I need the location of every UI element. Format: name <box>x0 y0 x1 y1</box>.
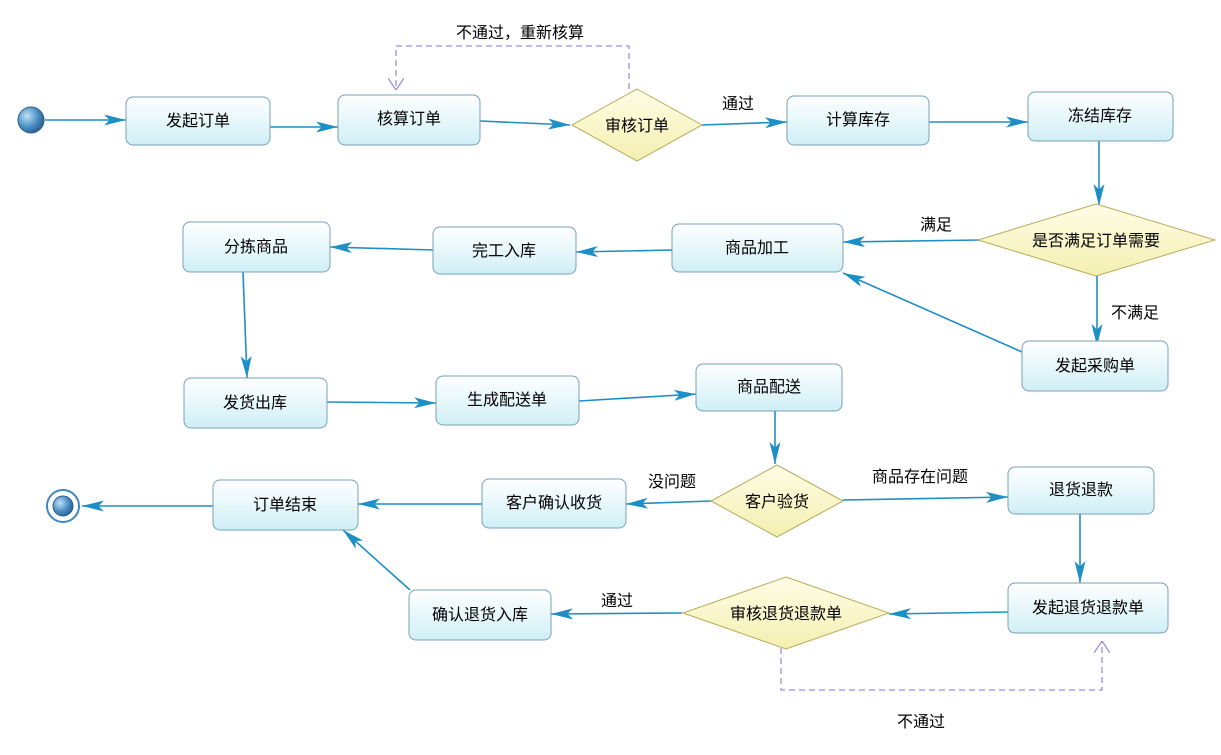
label-butongguo-chongxin: 不通过，重新核算 <box>456 23 584 42</box>
label-tongguo-top: 通过 <box>722 94 754 113</box>
node-queren-tuihuo-ruku[interactable]: 确认退货入库 <box>408 589 552 641</box>
label-cunzai-wenti: 商品存在问题 <box>872 467 968 486</box>
edge-querenruku-to-jieshu <box>342 529 411 591</box>
node-shangpin-jiagong-label: 商品加工 <box>725 238 789 257</box>
node-faqi-dingdan[interactable]: 发起订单 <box>125 96 271 146</box>
decision-shenhe-dingdan[interactable]: 审核订单 <box>570 88 704 162</box>
node-hesuan-dingdan[interactable]: 核算订单 <box>337 94 481 146</box>
decision-nodes: 审核订单 是否满足订单需要 客户验货 审核退货退款单 <box>570 88 1217 650</box>
decision-kehu-yanhuo-label: 客户验货 <box>745 492 809 511</box>
edge-wangong-to-fenjian <box>329 242 434 254</box>
node-faqi-tuihuo-tuikuandan[interactable]: 发起退货退款单 <box>1007 582 1169 634</box>
edge-fahuo-to-shengcheng <box>326 397 437 409</box>
node-faqi-caigoudan[interactable]: 发起采购单 <box>1021 340 1169 392</box>
node-fahuo-chuku-label: 发货出库 <box>223 393 287 412</box>
edge-jiagong-to-wangong <box>575 246 673 258</box>
edge-labels: 不通过，重新核算 通过 满足 不满足 没问题 商品存在问题 通过 不通过 <box>456 23 1159 731</box>
label-bu-manzu: 不满足 <box>1111 303 1159 322</box>
node-dongjie-kucun-label: 冻结库存 <box>1068 106 1132 125</box>
label-butongguo-bottom: 不通过 <box>897 712 945 731</box>
edge-shengcheng-to-peisong <box>578 389 697 402</box>
node-shangpin-jiagong[interactable]: 商品加工 <box>671 223 844 273</box>
decision-shenhe-dingdan-label: 审核订单 <box>605 116 669 135</box>
node-shangpin-peisong-label: 商品配送 <box>737 377 801 396</box>
node-wangong-ruku-label: 完工入库 <box>472 241 536 260</box>
edge-shifou-to-jiagong <box>842 236 981 248</box>
decision-kehu-yanhuo[interactable]: 客户验货 <box>709 464 845 538</box>
node-wangong-ruku[interactable]: 完工入库 <box>432 226 577 275</box>
node-jisuan-kucun-label: 计算库存 <box>826 110 890 129</box>
node-tuihuo-tuikuan[interactable]: 退货退款 <box>1007 466 1155 515</box>
node-faqi-caigoudan-label: 发起采购单 <box>1055 356 1135 375</box>
label-tongguo-bottom: 通过 <box>601 591 633 610</box>
node-queren-tuihuo-ruku-label: 确认退货入库 <box>432 605 528 624</box>
edge-faqituikuan-to-shenhetuikuan <box>888 608 1009 620</box>
label-manzu: 满足 <box>920 215 952 234</box>
end-node <box>46 489 80 523</box>
node-fahuo-chuku[interactable]: 发货出库 <box>183 377 328 429</box>
edge-shenhetuikuan-to-querenruku <box>550 608 683 620</box>
decision-shenhe-tuihuo-tuikuandan[interactable]: 审核退货退款单 <box>681 576 891 650</box>
node-kehu-queren-label: 客户确认收货 <box>506 493 602 512</box>
edge-fenjian-to-fahuo <box>240 271 252 379</box>
edge-hesuan-to-shenhe <box>479 118 571 130</box>
node-shengcheng-peisongdan[interactable]: 生成配送单 <box>435 375 580 426</box>
decision-shenhe-tuihuo-tuikuandan-label: 审核退货退款单 <box>730 604 842 623</box>
edge-caigou-to-jiagong <box>842 272 1023 353</box>
node-faqi-dingdan-label: 发起订单 <box>166 111 230 130</box>
edge-yanhuo-to-tuihuo <box>842 491 1009 503</box>
start-node <box>17 106 45 134</box>
decision-shifou-manzu[interactable]: 是否满足订单需要 <box>976 203 1217 277</box>
node-hesuan-dingdan-label: 核算订单 <box>377 109 441 128</box>
node-kehu-queren[interactable]: 客户确认收货 <box>481 478 627 529</box>
edge-shenhetuikuan-reject-loop <box>780 641 1102 691</box>
node-fenjian-shangpin[interactable]: 分拣商品 <box>182 221 331 273</box>
decision-shifou-manzu-label: 是否满足订单需要 <box>1032 231 1160 250</box>
node-dongjie-kucun[interactable]: 冻结库存 <box>1027 91 1174 142</box>
node-fenjian-shangpin-label: 分拣商品 <box>224 237 288 256</box>
label-mei-wenti: 没问题 <box>648 472 696 491</box>
node-jisuan-kucun[interactable]: 计算库存 <box>786 95 930 146</box>
activity-nodes: 发起订单 核算订单 计算库存 冻结库存 商品加工 完工入库 分拣商品 发起采购 <box>125 91 1174 641</box>
node-faqi-tuihuo-tuikuandan-label: 发起退货退款单 <box>1032 598 1144 617</box>
edge-shenhe-reject-loop <box>396 45 630 90</box>
node-dingdan-jieshu-label: 订单结束 <box>253 495 317 514</box>
edge-yanhuo-to-queren <box>625 497 712 509</box>
edge-shenhe-to-jisuan <box>701 117 788 129</box>
node-dingdan-jieshu[interactable]: 订单结束 <box>212 479 359 531</box>
node-shengcheng-peisongdan-label: 生成配送单 <box>467 390 547 409</box>
edges <box>45 45 1102 691</box>
node-tuihuo-tuikuan-label: 退货退款 <box>1049 480 1113 499</box>
node-shangpin-peisong[interactable]: 商品配送 <box>695 363 843 412</box>
